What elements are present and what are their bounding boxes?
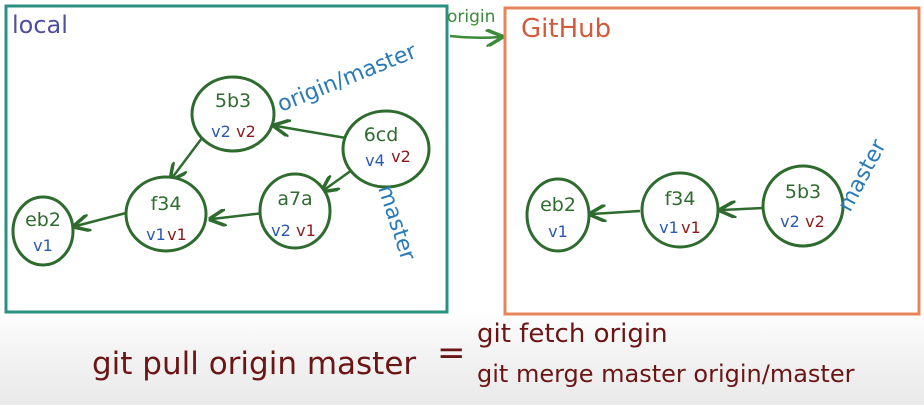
commit-node: 6cd v4 v2 xyxy=(341,109,431,189)
commit-node: 5b3 v2 v2 xyxy=(761,164,845,248)
commit-node: f34 v1 v1 xyxy=(124,175,208,253)
commit-node: 5b3 v2 v2 xyxy=(190,75,276,153)
commit-version: v2 xyxy=(805,212,825,231)
commit-id: eb2 xyxy=(25,209,61,231)
equation-rhs-line1: git fetch origin xyxy=(477,319,668,349)
commit-version: v4 xyxy=(365,151,385,170)
commit-id: 5b3 xyxy=(215,90,251,112)
equation-rhs-line2: git merge master origin/master xyxy=(477,360,855,388)
commit-circle xyxy=(761,164,845,248)
git-pull-equation: git pull origin master = git fetch origi… xyxy=(92,319,855,388)
equation-lhs: git pull origin master xyxy=(92,346,416,382)
local-commit-edges xyxy=(76,126,353,226)
local-panel: local xyxy=(4,4,449,314)
commit-version: v1 xyxy=(296,221,316,240)
commit-version: v1 xyxy=(33,236,53,255)
origin-link-arrow xyxy=(449,36,500,38)
commit-node: a7a v2 v1 xyxy=(258,172,332,250)
commit-version: v2 xyxy=(271,221,291,240)
commit-node: f34 v1 v1 xyxy=(640,171,720,249)
local-label: local xyxy=(12,11,68,39)
github-label: GitHub xyxy=(521,14,611,44)
github-panel: GitHub xyxy=(503,6,921,316)
commit-version: v2 xyxy=(780,212,800,231)
commit-id: 5b3 xyxy=(785,181,821,203)
equation-equals: = xyxy=(437,333,466,373)
github-panel-frame xyxy=(503,6,921,316)
origin-master-branch-label: origin/master xyxy=(274,39,421,118)
commit-version: v1 xyxy=(146,225,166,244)
github-commit-edges xyxy=(592,208,765,214)
commit-id: 6cd xyxy=(364,124,399,146)
commit-version: v2 xyxy=(391,147,411,166)
commit-circle xyxy=(11,195,75,267)
local-master-branch-label: master xyxy=(372,182,420,264)
commit-version: v2 xyxy=(236,122,256,141)
origin-remote-link: origin xyxy=(447,7,500,38)
local-commits: eb2 v1 f34 v1 v1 5b3 v2 v2 a7a v2 v1 6cd… xyxy=(11,75,431,267)
github-master-branch-label: master xyxy=(833,135,892,216)
commit-id: f34 xyxy=(665,188,696,210)
commit-id: eb2 xyxy=(540,194,576,216)
commit-version: v2 xyxy=(211,122,231,141)
edge-5b3-to-f34 xyxy=(722,208,765,210)
origin-link-label: origin xyxy=(447,7,495,27)
edge-f34-to-eb2 xyxy=(592,211,641,214)
commit-id: a7a xyxy=(277,188,312,210)
commit-circle xyxy=(525,177,591,253)
commit-version: v1 xyxy=(681,218,701,237)
edge-6cd-to-a7a xyxy=(324,168,353,190)
commit-circle xyxy=(190,75,276,153)
commit-node: eb2 v1 xyxy=(525,177,591,253)
commit-version: v1 xyxy=(548,222,568,241)
commit-circle xyxy=(341,109,431,189)
commit-circle xyxy=(258,172,332,250)
commit-id: f34 xyxy=(151,193,182,215)
edge-a7a-to-f34 xyxy=(212,213,265,219)
edge-f34-to-eb2 xyxy=(76,211,127,226)
commit-node: eb2 v1 xyxy=(11,195,75,267)
commit-circle xyxy=(640,171,720,249)
commit-version: v1 xyxy=(659,218,679,237)
commit-version: v1 xyxy=(167,225,187,244)
local-panel-frame xyxy=(4,4,449,314)
edge-6cd-to-5b3 xyxy=(276,126,347,140)
edge-5b3-to-f34 xyxy=(172,137,203,178)
github-commits: eb2 v1 f34 v1 v1 5b3 v2 v2 xyxy=(525,164,845,253)
commit-circle xyxy=(124,175,208,253)
